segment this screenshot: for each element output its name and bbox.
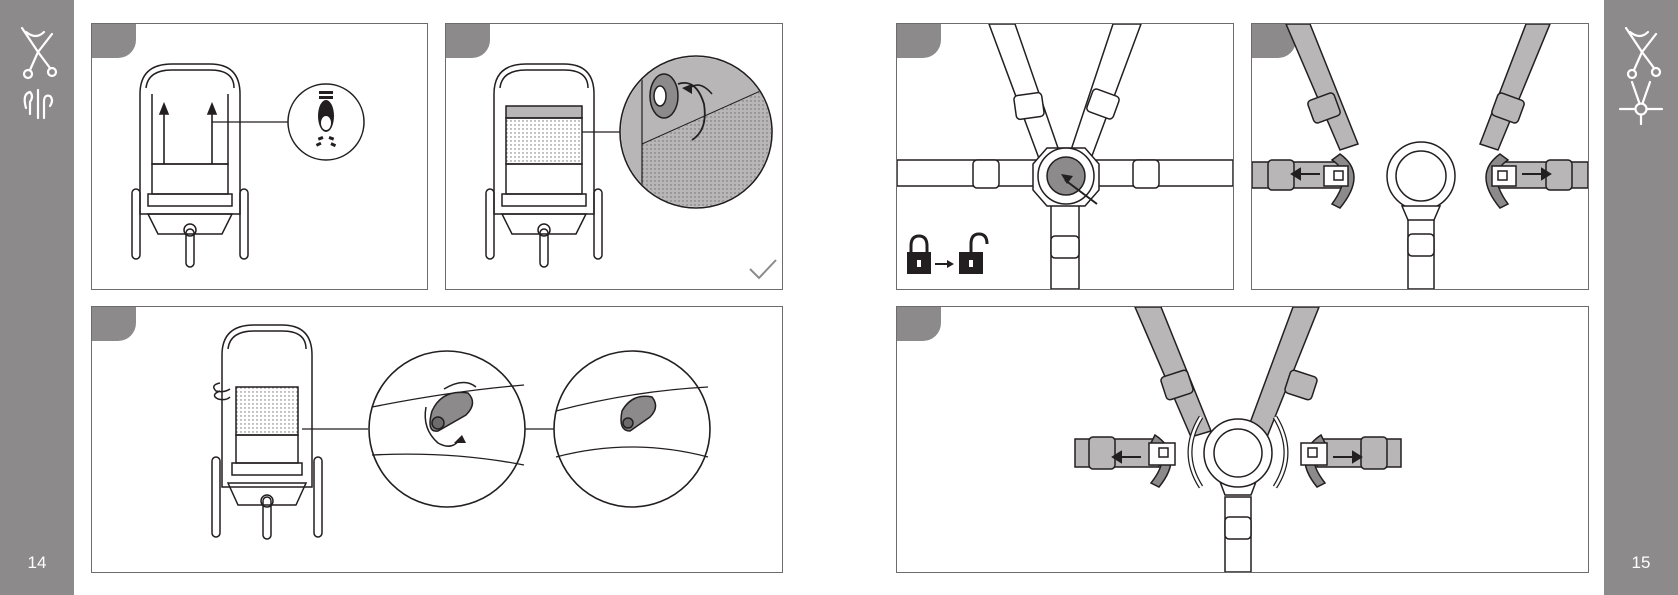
step-panel-2 <box>445 23 783 290</box>
lock-open-icon <box>959 234 987 274</box>
page-number-left: 14 <box>0 553 74 573</box>
harness-buckle-icon <box>1604 80 1678 140</box>
stroller-ventilation-illustration <box>92 307 782 572</box>
step-panel-4 <box>896 23 1234 290</box>
left-sidebar: 14 <box>0 0 74 595</box>
harness-buckle-illustration <box>897 24 1233 289</box>
step-panel-5 <box>1251 23 1589 290</box>
step-panel-3 <box>91 306 783 573</box>
lock-closed-icon <box>907 236 931 274</box>
step-panel-1 <box>91 23 428 290</box>
right-sidebar: 15 <box>1604 0 1678 595</box>
stroller-front-illustration <box>92 24 427 289</box>
arrow-right-icon <box>935 260 954 268</box>
page-number-right: 15 <box>1604 553 1678 573</box>
check-mark-icon <box>750 260 776 278</box>
harness-fasten-illustration <box>897 307 1588 572</box>
step-panel-6 <box>896 306 1589 573</box>
harness-release-illustration <box>1252 24 1588 289</box>
stroller-canopy-roll-illustration <box>446 24 782 289</box>
seat-recline-icon <box>0 82 74 142</box>
